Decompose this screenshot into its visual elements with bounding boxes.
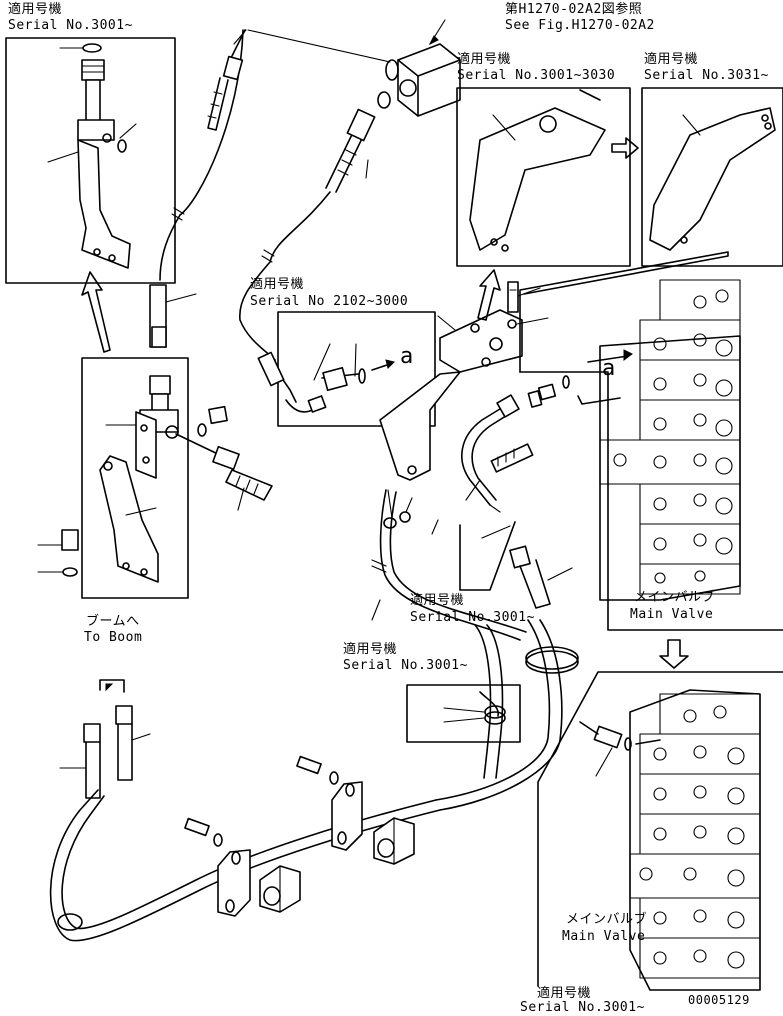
serial-label-7: Serial No.3001~ xyxy=(520,1000,645,1015)
main-valve-upper xyxy=(519,251,783,631)
leader-lines xyxy=(233,29,439,621)
boom-label-jp: ブームへ xyxy=(86,614,140,629)
detail-panel-3031 xyxy=(641,87,783,267)
center-bracket xyxy=(379,281,549,481)
ref-label-en: See Fig.H1270-02A2 xyxy=(505,18,655,33)
detail-panel-under-center xyxy=(459,521,516,591)
serial-label-jp-2: 適用号機 xyxy=(457,52,512,67)
hose-left-vertical xyxy=(159,29,246,281)
arrow-down-right xyxy=(659,639,689,669)
detail-panel-3001-3030 xyxy=(456,87,631,267)
hose-main-lower xyxy=(371,489,527,779)
main-valve-label-1: Main Valve xyxy=(630,607,714,622)
main-valve-label-2: Main Valve xyxy=(562,929,646,944)
detail-panel-small xyxy=(406,684,521,743)
hose-to-boom xyxy=(49,789,441,942)
main-valve-lower xyxy=(537,671,783,991)
serial-label-jp-1: 適用号機 xyxy=(8,2,63,17)
callout-a-right: a xyxy=(602,356,616,381)
serial-label-3: Serial No.3031~ xyxy=(644,68,769,83)
serial-label-6: Serial No.3001~ xyxy=(343,658,468,673)
hose-center xyxy=(239,108,376,361)
hose-clamp-block-2 xyxy=(373,817,415,865)
hose-clamp-bracket-1 xyxy=(184,817,251,917)
serial-label-jp-5: 適用号機 xyxy=(410,593,465,608)
hose-clamp-ring xyxy=(435,619,579,811)
serial-label-jp-6: 適用号機 xyxy=(343,642,398,657)
ref-label-jp: 第H1270-02A2図参照 xyxy=(505,2,643,17)
boom-label-en: To Boom xyxy=(84,630,143,645)
serial-label-jp-4: 適用号機 xyxy=(250,277,305,292)
mounting-bracket xyxy=(47,47,137,269)
detail-panel-left-middle xyxy=(37,271,228,599)
callout-a-left: a xyxy=(400,344,414,369)
hose-clamp-bracket-2 xyxy=(296,755,363,851)
detail-panel-2102-3000 xyxy=(257,311,436,427)
serial-label-5: Serial No.3001~ xyxy=(410,610,535,625)
main-valve-label-jp-2: メインバルブ xyxy=(566,912,648,927)
serial-label-jp-7: 適用号機 xyxy=(537,986,592,1001)
detail-panel-top-left xyxy=(5,37,176,284)
hose-left-middle xyxy=(175,433,273,511)
hose-clamp-block-1 xyxy=(259,865,301,913)
solenoid-valve-block xyxy=(377,43,461,117)
boom-hose-fittings xyxy=(59,679,151,799)
serial-label-jp-3: 適用号機 xyxy=(644,52,699,67)
hose-center-right xyxy=(461,394,534,513)
center-fasteners xyxy=(383,489,413,529)
pipe-fitting xyxy=(77,43,127,153)
serial-label-2: Serial No.3001~3030 xyxy=(457,68,616,83)
arrow-up-center xyxy=(477,269,501,321)
hose-end-fitting xyxy=(509,545,573,609)
serial-label-4: Serial No 2102~3000 xyxy=(250,294,409,309)
drawing-number: 00005129 xyxy=(688,993,750,1007)
transition-arrow xyxy=(611,137,639,159)
serial-label-1: Serial No.3001~ xyxy=(8,18,133,33)
main-valve-label-jp-1: メインバルブ xyxy=(634,590,716,605)
